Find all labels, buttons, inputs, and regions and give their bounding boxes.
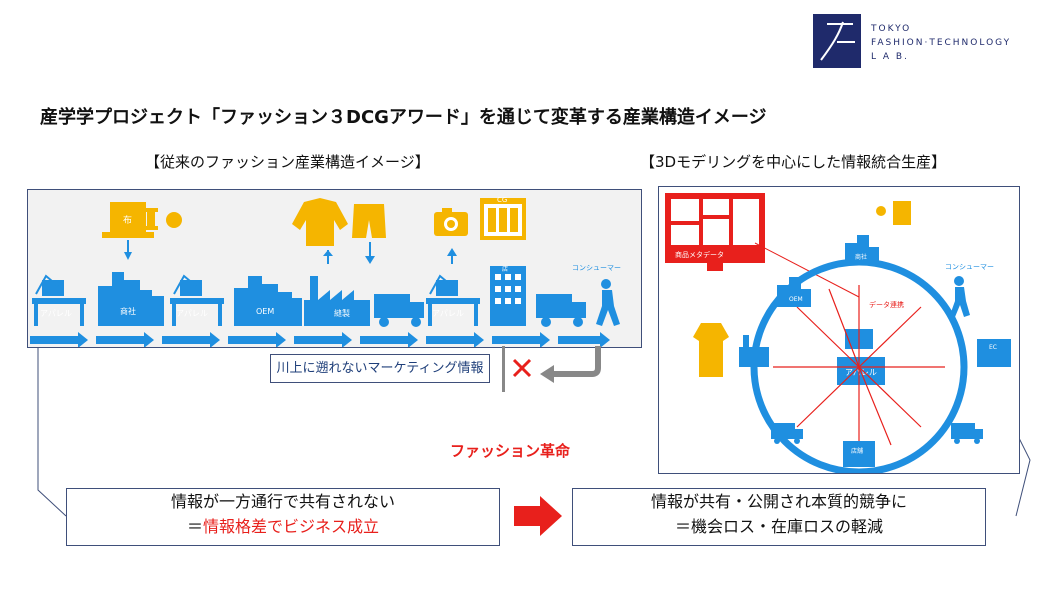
- shared-info-box: 情報が共有・公開され本質的競争に ＝機会ロス・在庫ロスの軽減: [572, 488, 986, 546]
- retail-label: 店: [502, 265, 508, 273]
- node-consumer-label: コンシューマー: [945, 263, 994, 271]
- factory-icon: 縫製: [304, 276, 370, 326]
- logo: TOKYO FASHION·TECHNOLOGY L A B.: [813, 14, 1053, 72]
- logo-line1: TOKYO: [871, 24, 912, 34]
- data-spokes: [773, 285, 945, 449]
- marketing-info-note: 川上に遡れないマーケティング情報: [270, 354, 490, 383]
- logo-line2: FASHION·TECHNOLOGY: [871, 38, 1012, 48]
- page-title: 産学学プロジェクト「ファッション３DCGアワード」を通じて変革する産業構造イメー…: [40, 107, 767, 128]
- blocked-feedback-arrow: [502, 346, 601, 392]
- shared-line2: ＝機会ロス・在庫ロスの軽減: [674, 517, 883, 536]
- truck-icon: [374, 294, 424, 327]
- apparel-label-2: アパレル: [176, 309, 208, 318]
- down-arrow-icon: [124, 252, 132, 260]
- cg-screen-icon: CG: [480, 196, 526, 240]
- camera-icon: [434, 208, 468, 236]
- apparel-desk-icon-3: アパレル: [426, 274, 480, 326]
- one-way-prefix: ＝: [186, 517, 203, 536]
- trading-node-icon: 商社: [845, 235, 879, 265]
- yellow-materials-icon: [876, 201, 911, 225]
- revolution-label: ファッション革命: [450, 442, 571, 460]
- trading-company-icon: 商社: [98, 272, 164, 326]
- ec-node-icon: EC: [977, 339, 1011, 367]
- spool-icon: [144, 208, 158, 230]
- cg-label: CG: [497, 196, 507, 204]
- one-way-line1: 情報が一方通行で共有されない: [170, 492, 395, 511]
- trading-label: 商社: [120, 306, 136, 316]
- logo-mark: [813, 14, 861, 68]
- consumer-label: コンシューマー: [572, 264, 621, 272]
- apparel-label-1: アパレル: [40, 309, 72, 318]
- cloth-label: 布: [123, 214, 132, 226]
- shared-line1: 情報が共有・公開され本質的競争に: [650, 492, 907, 511]
- oem-label: OEM: [256, 307, 274, 316]
- data-link-label: データ連携: [869, 300, 904, 309]
- apparel-label-3: アパレル: [432, 309, 464, 318]
- monitor-icon: 商品メタデータ: [665, 193, 765, 271]
- truck-node-icon-2: [951, 423, 983, 444]
- node-store-label: 店舗: [851, 447, 863, 455]
- flow-arrows: [30, 332, 610, 348]
- truck-icon-2: [536, 294, 586, 327]
- screen-label: 商品メタデータ: [675, 250, 724, 259]
- left-section-heading: 【従来のファッション産業構造イメージ】: [145, 153, 430, 171]
- dress-icon: [693, 323, 729, 377]
- oem-node-icon: OEM: [777, 277, 811, 307]
- one-way-line2: ＝情報格差でビジネス成立: [67, 514, 499, 539]
- node-ec-label: EC: [989, 344, 997, 351]
- apparel-desk-icon-2: アパレル: [170, 274, 224, 326]
- shorts-icon: [352, 204, 386, 238]
- info-gap-highlight: 情報格差でビジネス成立: [203, 517, 380, 536]
- node-oem-label: OEM: [789, 296, 803, 303]
- right-section-heading: 【3Dモデリングを中心にした情報統合生産】: [640, 153, 947, 171]
- walking-person-icon: [596, 279, 620, 326]
- apparel-desk-icon: アパレル: [32, 274, 86, 326]
- oem-icon: OEM: [234, 276, 302, 326]
- retail-building-icon: 店: [490, 265, 526, 326]
- transition-arrow-icon: [514, 496, 562, 536]
- factory-node-icon: [739, 335, 769, 367]
- one-way-info-box: 情報が一方通行で共有されない ＝情報格差でビジネス成立: [66, 488, 500, 546]
- consumer-node-icon: [950, 276, 970, 317]
- apparel-hub-icon: アパレル: [837, 329, 885, 385]
- truck-node-icon: [771, 423, 803, 444]
- integrated-production-panel: 商品メタデータ アパレル データ連携 商社: [658, 186, 1020, 476]
- traditional-industry-panel: 布 アパレル 商社 アパレル: [27, 189, 642, 348]
- node-trading-label: 商社: [855, 253, 867, 261]
- button-icon: [166, 212, 182, 228]
- cloth-icon: 布: [102, 202, 154, 238]
- logo-line3: L A B.: [871, 52, 909, 62]
- cross-icon: [512, 358, 532, 378]
- sweater-icon: [292, 198, 348, 246]
- store-node-icon: 店舗: [843, 441, 875, 467]
- sewing-label: 縫製: [334, 308, 350, 318]
